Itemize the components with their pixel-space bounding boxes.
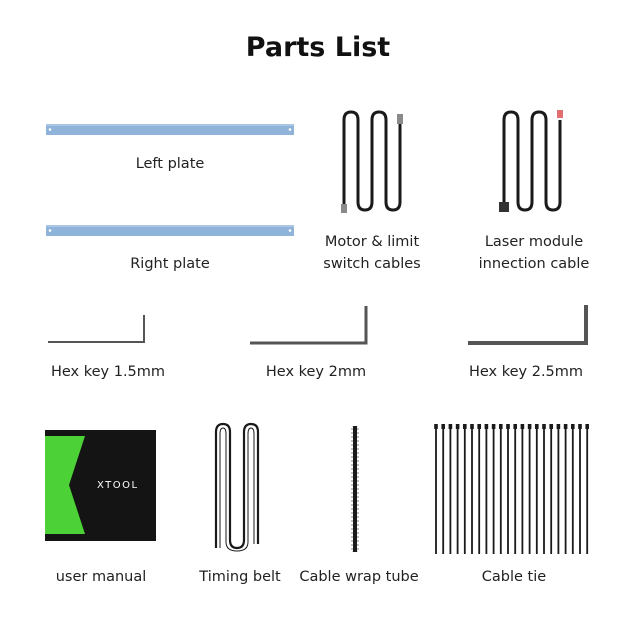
cable-tie-strap (477, 424, 481, 554)
laser-cable-label-line2: innection cable (478, 256, 590, 272)
cable-tie-strap (499, 424, 503, 554)
cable-tie-strap (470, 424, 474, 554)
manual-brand-logo: XTOOL (97, 480, 139, 491)
left-plate-label: Left plate (135, 156, 205, 172)
hex-key-small-image (46, 312, 150, 346)
cable-tie-strap (563, 424, 568, 554)
cable-wrap-tube-image (349, 426, 361, 552)
cable-tie-strap (491, 424, 496, 554)
hex-key-small-label: Hex key 1.5mm (50, 364, 166, 380)
cable-ties-image (432, 424, 596, 556)
motor-limit-cables-image (332, 106, 412, 218)
page-title: Parts List (245, 32, 391, 63)
cable-tie-strap (434, 424, 438, 554)
user-manual-image: XTOOL (45, 430, 156, 541)
timing-belt-label: Timing belt (199, 569, 281, 585)
cable-tie-strap (535, 424, 539, 554)
right-plate-image (46, 223, 294, 239)
hex-key-medium-label: Hex key 2mm (265, 364, 367, 380)
cable-tie-strap (441, 424, 445, 554)
laser-cable-label-line1: Laser module (484, 234, 584, 250)
cable-tie-strap (571, 424, 575, 554)
hex-key-medium-image (248, 303, 372, 347)
cable-tie-strap (520, 424, 525, 554)
cable-tie-strap (463, 424, 467, 554)
cable-tie-strap (527, 424, 532, 554)
cable-wrap-tube-label: Cable wrap tube (299, 569, 419, 585)
cable-tie-strap (549, 424, 553, 554)
laser-module-cable-image (494, 106, 574, 218)
timing-belt-image (208, 420, 270, 554)
left-plate-image (46, 122, 294, 138)
cable-tie-strap (448, 424, 453, 554)
hex-key-large-label: Hex key 2.5mm (468, 364, 584, 380)
cable-tie-strap (484, 424, 489, 554)
cable-tie-strap (542, 424, 546, 554)
cable-tie-strap (585, 424, 589, 554)
cable-tie-strap (513, 424, 517, 554)
hex-key-large-image (466, 302, 592, 348)
cable-tie-strap (506, 424, 510, 554)
right-plate-label: Right plate (130, 256, 210, 272)
motor-cables-label-line1: Motor & limit (324, 234, 420, 250)
motor-cables-label-line2: switch cables (323, 256, 421, 272)
cable-tie-strap (578, 424, 582, 554)
cable-tie-strap (455, 424, 460, 554)
cable-tie-strap (556, 424, 561, 554)
user-manual-label: user manual (55, 569, 147, 585)
cable-tie-label: Cable tie (481, 569, 547, 585)
